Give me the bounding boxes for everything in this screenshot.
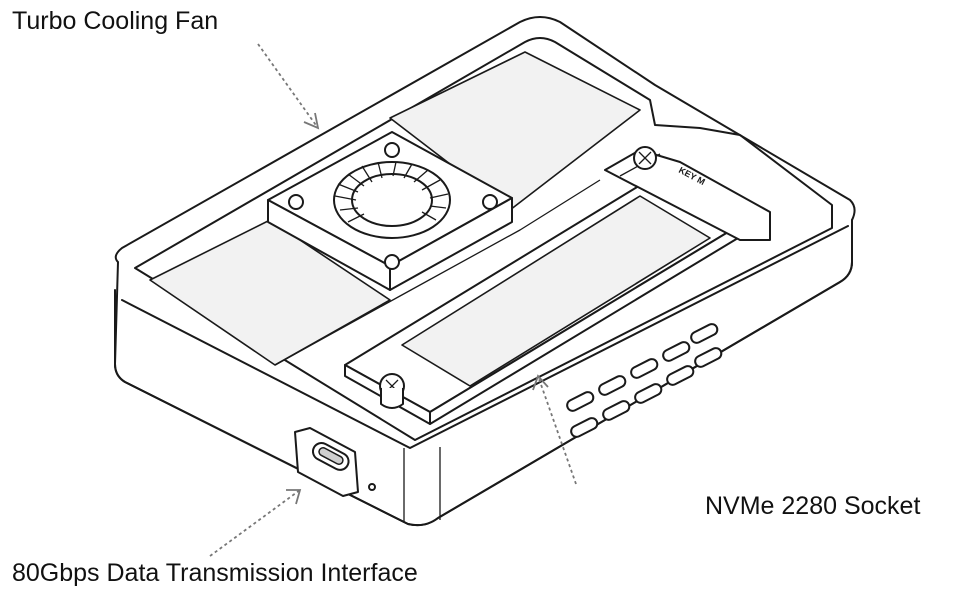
enclosure-top-edge bbox=[121, 225, 849, 449]
screw-icon bbox=[379, 373, 405, 409]
fan-label: Turbo Cooling Fan bbox=[12, 7, 219, 35]
fan-pointer-arrow bbox=[257, 43, 320, 130]
turbo-fan-icon bbox=[267, 131, 513, 291]
interface-label: 80Gbps Data Transmission Interface bbox=[12, 559, 418, 587]
screw-icon-socket bbox=[633, 146, 657, 170]
vent-slots bbox=[566, 323, 723, 438]
floor-seam bbox=[274, 179, 601, 366]
socket-label: NVMe 2280 Socket bbox=[705, 492, 921, 520]
nvme-ssd-board bbox=[344, 169, 771, 425]
socket-pointer-arrow bbox=[532, 374, 577, 485]
usb-c-port-icon bbox=[294, 427, 376, 497]
interface-pointer-arrow bbox=[209, 489, 302, 557]
enclosure-inner-rim bbox=[134, 37, 833, 441]
inner-floor-panel-left bbox=[149, 219, 391, 366]
enclosure-front-wall bbox=[114, 219, 853, 527]
